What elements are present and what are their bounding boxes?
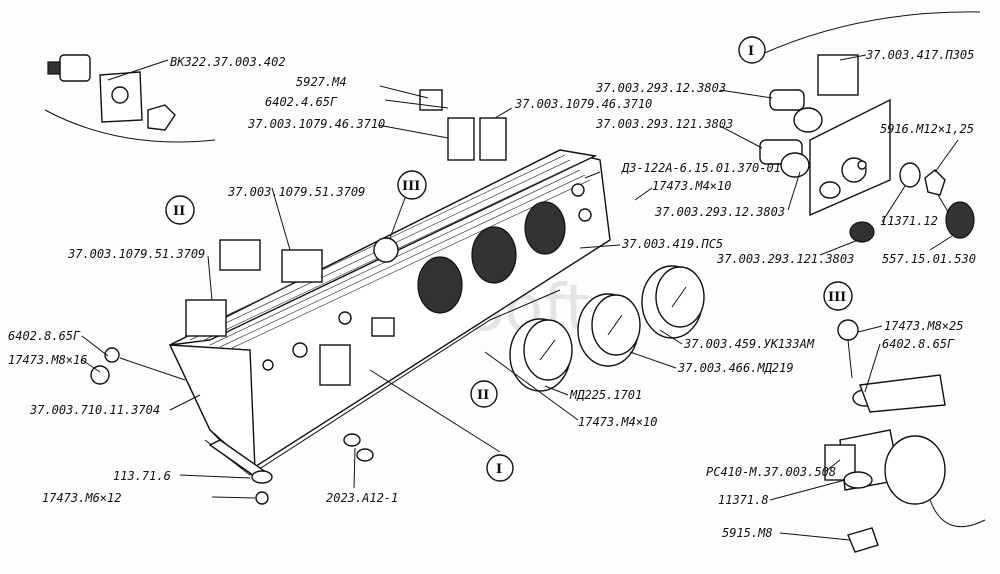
washer-11371-12 bbox=[899, 162, 921, 188]
washer-screw-bottom bbox=[251, 470, 273, 505]
label-11371-8: 11371.8 bbox=[718, 493, 769, 507]
gauge-uk133am bbox=[641, 265, 705, 339]
marker-III-panel: III bbox=[373, 170, 427, 263]
label-dz-122a: ДЗ-122А-6.15.01.370-01 bbox=[621, 161, 781, 175]
brackets-1079-51 bbox=[185, 239, 323, 337]
lamp-2023 bbox=[343, 433, 374, 462]
svg-text:III: III bbox=[828, 290, 846, 305]
label-17473-m8x16: 17473.М8×16 bbox=[8, 353, 87, 367]
label-293-121-top: 37.003.293.121.3803 bbox=[595, 117, 733, 131]
label-293-12-mid: 37.003.293.12.3803 bbox=[654, 205, 785, 219]
label-6402-8-65g-left: 6402.8.65Г bbox=[8, 329, 81, 343]
label-293-12-top: 37.003.293.12.3803 bbox=[595, 81, 726, 95]
leader-I-bottom bbox=[369, 369, 501, 453]
detail-boundary-I bbox=[759, 11, 981, 56]
label-vk322: ВК322.37.003.402 bbox=[170, 55, 286, 69]
label-17473-m4x10-top: 17473.М4×10 bbox=[652, 179, 731, 193]
screw-m8x16 bbox=[90, 347, 186, 385]
nut-m12 bbox=[924, 169, 946, 196]
svg-text:I: I bbox=[748, 44, 754, 59]
part-labels: ВК322.37.003.402 5927.М4 6402.4.65Г 37.0… bbox=[8, 48, 976, 540]
label-6402-4-65g: 6402.4.65Г bbox=[265, 95, 338, 109]
marker-II-mid: II bbox=[470, 380, 498, 408]
label-1079-51-left: 37.003.1079.51.3709 bbox=[67, 247, 205, 261]
label-2023-a12: 2023.А12-1 bbox=[326, 491, 398, 505]
label-1079-51-top: 37.003.1079.51.3709 bbox=[227, 185, 365, 199]
svg-text:I: I bbox=[496, 462, 502, 477]
marker-I-top: I bbox=[738, 36, 766, 64]
marker-I-bottom: I bbox=[486, 454, 514, 482]
svg-text:II: II bbox=[477, 388, 489, 403]
svg-text:III: III bbox=[402, 179, 420, 194]
marker-II-left: II bbox=[165, 195, 195, 225]
label-5927-m4: 5927.М4 bbox=[296, 75, 347, 89]
detail-panel-I bbox=[759, 54, 891, 217]
label-459-uk133am: 37.003.459.УК133АМ bbox=[683, 337, 815, 351]
label-md225: МД225.1701 bbox=[569, 388, 642, 402]
label-1079-46-left: 37.003.1079.46.3710 bbox=[247, 117, 385, 131]
label-710-11: 37.003.710.11.3704 bbox=[29, 403, 160, 417]
label-113-71-6: 113.71.6 bbox=[113, 469, 171, 483]
switch-vk322 bbox=[47, 54, 176, 131]
label-17473-m4x10-bottom: 17473.М4×10 bbox=[578, 415, 657, 429]
label-11371-12: 11371.12 bbox=[880, 214, 938, 228]
instrument-panel-body bbox=[168, 149, 611, 481]
label-5916-m12: 5916.М12×1,25 bbox=[880, 122, 974, 136]
gauge-md225 bbox=[509, 318, 573, 392]
detail-boundary-II bbox=[44, 109, 216, 143]
label-17473-m6x12: 17473.М6×12 bbox=[42, 491, 121, 505]
gauge-md219 bbox=[577, 293, 641, 367]
label-5915-m8: 5915.М8 bbox=[722, 526, 773, 540]
label-557-15: 557.15.01.530 bbox=[882, 252, 976, 266]
brackets-1079-46 bbox=[419, 89, 507, 161]
label-1079-46-right: 37.003.1079.46.3710 bbox=[514, 97, 652, 111]
label-466-md219: 37.003.466.МД219 bbox=[677, 361, 794, 375]
label-419-ps5: 37.003.419.ПС5 bbox=[621, 237, 723, 251]
marker-III-right: III bbox=[823, 281, 853, 311]
svg-text:II: II bbox=[173, 204, 185, 219]
relay-rs410 bbox=[824, 319, 986, 553]
label-417-p305: 37.003.417.П305 bbox=[865, 48, 974, 62]
leader-lines bbox=[81, 54, 959, 541]
label-6402-8-65g-right: 6402.8.65Г bbox=[882, 337, 955, 351]
label-293-121-bottom: 37.003.293.121.3803 bbox=[716, 252, 854, 266]
label-rs410: РС410-М.37.003.508 bbox=[706, 465, 836, 479]
knob-557 bbox=[937, 194, 975, 239]
label-17473-m8x25: 17473.М8×25 bbox=[884, 319, 963, 333]
cap-293-121 bbox=[849, 221, 875, 243]
